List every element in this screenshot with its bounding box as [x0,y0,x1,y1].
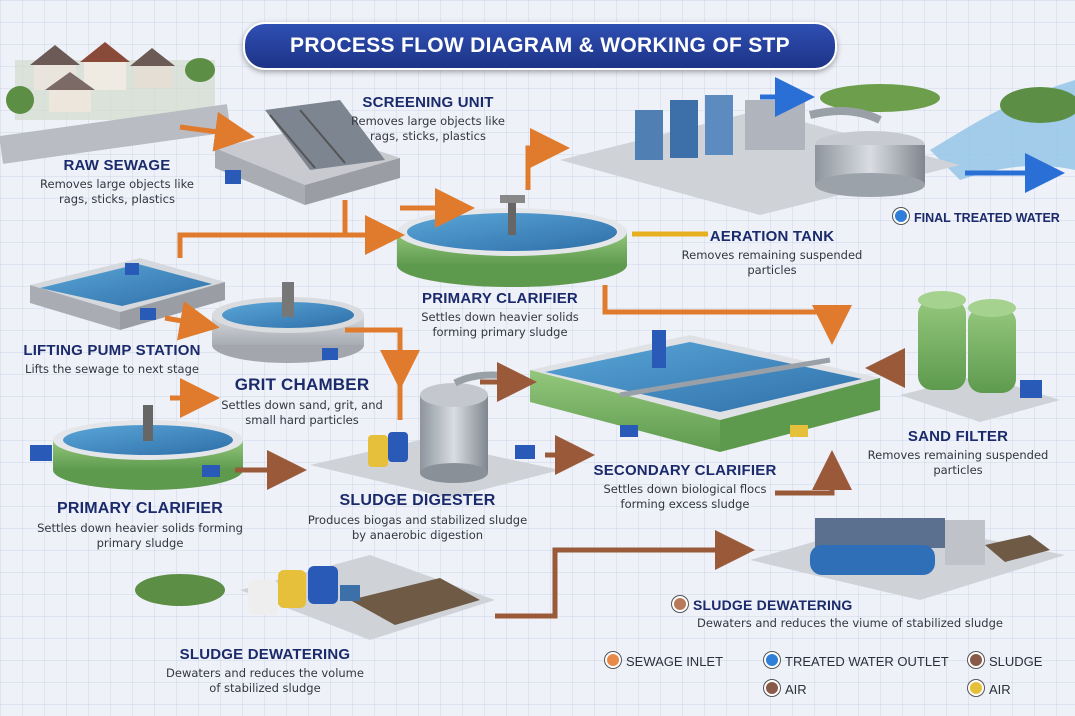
legend-item-air-brown: AIR [764,680,807,697]
legend-item-sewage-inlet: SEWAGE INLET [605,652,723,669]
sludge-digester-desc-1: Produces biogas and stabilized sludge [307,513,528,527]
final-treated-water-title: FINAL TREATED WATER [914,211,1060,225]
raw-sewage-desc-1: Removes large objects like [40,177,194,191]
lifting-pump-station-title: LIFTING PUMP STATION [23,342,201,359]
primary-clarifier-bottom-title: PRIMARY CLARIFIER [56,500,224,517]
sludge-digester-label: SLUDGE DIGESTER Produces biogas and stab… [300,492,535,543]
legend-item-treated-water-outlet: TREATED WATER OUTLET [764,652,949,669]
legend-label: AIR [785,682,807,697]
primary-clarifier-top-desc-2: forming primary sludge [432,325,568,339]
sludge-dewatering-right-desc-1: Dewaters and reduces the viume of stabil… [697,616,1003,630]
legend-dot-icon [764,652,780,668]
houses [0,42,231,164]
primary-clarifier-bottom-label: PRIMARY CLARIFIER Settles down heavier s… [30,500,250,551]
legend-dot-icon [968,652,984,668]
sand-filter-label: SAND FILTER Removes remaining suspended … [858,428,1058,478]
secondary-clarifier-title: SECONDARY CLARIFIER [593,462,777,479]
grit-chamber-title: GRIT CHAMBER [234,375,370,394]
sludge-dewatering-right-title: SLUDGE DEWATERING [693,597,853,613]
sludge-dewatering-left-title: SLUDGE DEWATERING [179,646,351,663]
secondary-clarifier-label: SECONDARY CLARIFIER Settles down biologi… [585,462,785,512]
sludge-dewatering-left-graphic [135,555,495,640]
screening-unit-graphic [215,100,400,205]
aeration-tank-title: AERATION TANK [709,228,835,245]
secondary-clarifier-graphic [530,330,880,452]
screening-unit-label: SCREENING UNIT Removes large objects lik… [333,94,523,144]
sand-filter-title: SAND FILTER [907,428,1009,445]
screening-unit-title: SCREENING UNIT [362,94,494,111]
grit-chamber-desc-1: Settles down sand, grit, and [221,398,383,412]
legend-dot-icon [605,652,621,668]
sludge-dewatering-left-label: SLUDGE DEWATERING Dewaters and reduces t… [150,646,380,696]
screening-unit-desc-2: rags, sticks, plastics [370,129,486,143]
legend-label: AIR [989,682,1011,697]
raw-sewage-desc-2: rags, sticks, plastics [59,192,175,206]
screening-unit-desc-1: Removes large objects like [351,114,505,128]
primary-clarifier-bottom-desc-2: primary sludge [96,536,184,550]
lifting-pump-station-graphic [30,258,225,330]
legend-label: SEWAGE INLET [626,654,724,669]
primary-clarifier-top-title: PRIMARY CLARIFIER [422,290,578,307]
sludge-dewatering-left-desc-1: Dewaters and reduces the volume [166,666,364,680]
secondary-clarifier-desc-1: Settles down biological flocs [603,482,767,496]
sludge-dewatering-right-graphic [750,518,1065,600]
lifting-pump-station-label: LIFTING PUMP STATION Lifts the sewage to… [12,342,212,377]
sand-filter-desc-2: particles [933,463,983,477]
sludge-dot-icon [672,596,688,612]
sludge-dewatering-left-desc-2: of stabilized sludge [209,681,321,695]
sewage-flow-lines [164,111,852,420]
raw-sewage-label: RAW SEWAGE Removes large objects like ra… [22,157,212,207]
primary-clarifier-bottom-graphic [30,405,243,490]
legend-dot-icon [968,680,984,696]
primary-clarifier-bottom-desc-1: Settles down heavier solids forming [37,521,243,535]
treated-water-dot-icon [893,208,909,224]
sludge-flow-lines [235,348,905,619]
lifting-pump-station-desc-1: Lifts the sewage to next stage [25,362,199,376]
primary-clarifier-top-label: PRIMARY CLARIFIER Settles down heavier s… [400,290,600,340]
raw-sewage-title: RAW SEWAGE [63,157,171,174]
aeration-tank-label: AERATION TANK Removes remaining suspende… [672,228,872,278]
sludge-digester-desc-2: by anaerobic digestion [351,528,484,542]
grit-chamber-desc-2: small hard particles [245,413,359,427]
grit-chamber-graphic [212,282,364,363]
legend-label: SLUDGE [989,654,1043,669]
secondary-clarifier-desc-2: forming excess sludge [620,497,750,511]
trees-mid [820,84,940,112]
sand-filter-graphic [900,291,1060,422]
legend-dot-icon [764,680,780,696]
grit-chamber-label: GRIT CHAMBER Settles down sand, grit, an… [202,375,402,428]
treated-water-flow-lines [760,77,1065,193]
sludge-dewatering-right-label: SLUDGE DEWATERING Dewaters and reduces t… [672,596,1032,631]
treatment-plant-graphic [560,95,960,215]
aeration-tank-desc-1: Removes remaining suspended [681,248,863,262]
trees-right [1000,87,1075,123]
legend-label: TREATED WATER OUTLET [785,654,949,669]
aeration-tank-desc-2: particles [747,263,797,277]
legend-item-sludge: SLUDGE [968,652,1042,669]
sand-filter-desc-1: Removes remaining suspended [867,448,1049,462]
sludge-digester-title: SLUDGE DIGESTER [339,492,496,509]
page-title: PROCESS FLOW DIAGRAM & WORKING OF STP [243,22,837,70]
primary-clarifier-top-desc-1: Settles down heavier solids [421,310,579,324]
legend-item-air-yellow: AIR [968,680,1011,697]
final-treated-water-label: FINAL TREATED WATER [893,207,1073,226]
